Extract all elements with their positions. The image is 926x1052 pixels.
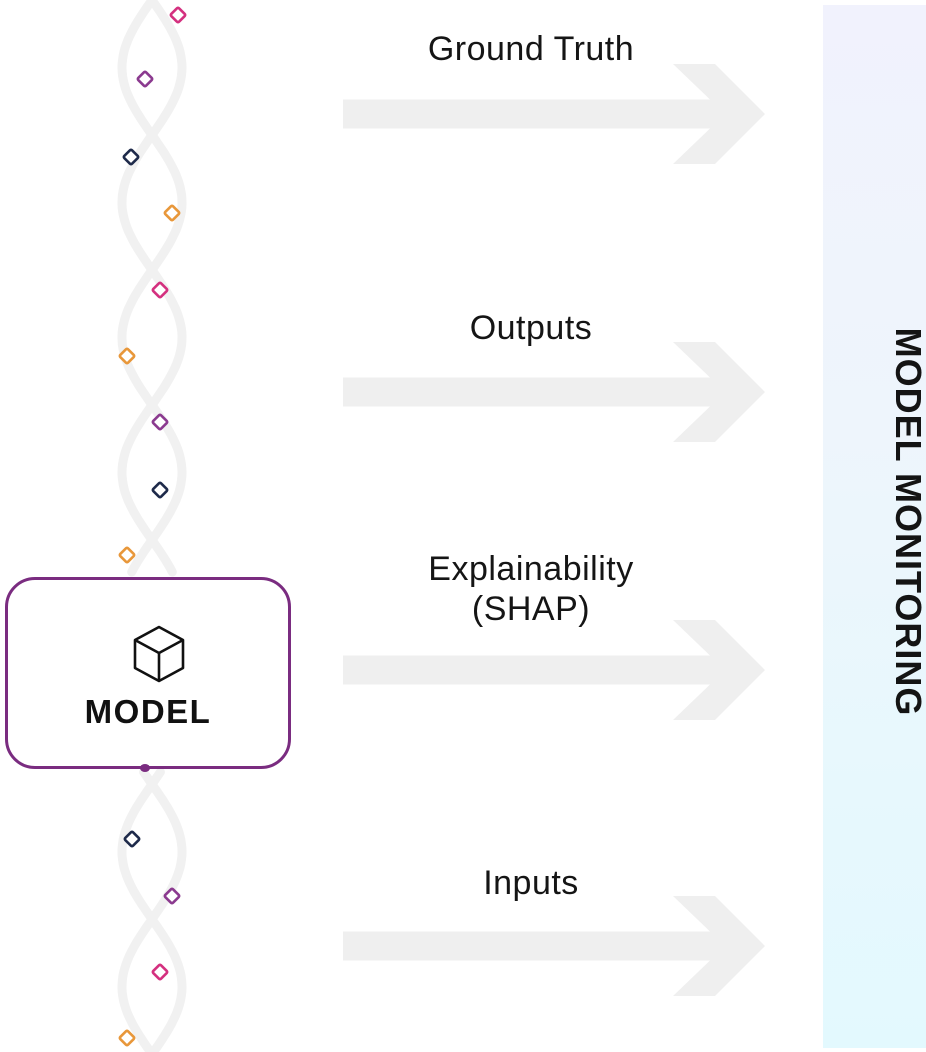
model-node: MODEL	[5, 577, 291, 769]
helix-strand	[117, 0, 187, 577]
diamond-marker-orange	[118, 347, 136, 365]
arrow-ground-truth	[343, 64, 765, 164]
helix-strand	[117, 767, 187, 1052]
model-monitoring-panel	[823, 5, 926, 1048]
diamond-marker-pink	[151, 963, 169, 981]
diamond-marker-purple	[163, 887, 181, 905]
arrow-explainability	[343, 620, 765, 720]
label-text: Inputs	[483, 864, 579, 902]
diamond-marker-pink	[151, 281, 169, 299]
flow-label-explainability: Explainability (SHAP)	[331, 549, 731, 629]
cube-icon	[133, 625, 185, 683]
arrow-inputs	[343, 896, 765, 996]
diamond-marker-purple	[136, 70, 154, 88]
connector-dot	[140, 764, 150, 772]
flow-label-outputs: Outputs	[331, 308, 731, 348]
label-text-line-1: Explainability	[428, 550, 634, 588]
diamond-marker-orange	[118, 1029, 136, 1047]
model-monitoring-title: MODEL MONITORING	[888, 327, 926, 717]
label-text-line-2: (SHAP)	[471, 590, 591, 628]
diamond-markers	[118, 6, 187, 1047]
diamond-marker-pink	[169, 6, 187, 24]
diamond-marker-orange	[163, 204, 181, 222]
arrow-outputs	[343, 342, 765, 442]
diamond-marker-navy	[151, 481, 169, 499]
helix-strand	[117, 767, 187, 1052]
label-text: Ground Truth	[427, 30, 635, 68]
diamond-marker-navy	[122, 148, 140, 166]
flow-label-inputs: Inputs	[331, 863, 731, 903]
flow-label-ground-truth: Ground Truth	[331, 29, 731, 69]
label-text: Outputs	[469, 309, 593, 347]
flow-arrows	[343, 64, 765, 996]
model-label: MODEL	[84, 693, 212, 730]
diamond-marker-navy	[123, 830, 141, 848]
helix-strand	[117, 0, 187, 577]
diamond-marker-purple	[151, 413, 169, 431]
diamond-marker-orange	[118, 546, 136, 564]
